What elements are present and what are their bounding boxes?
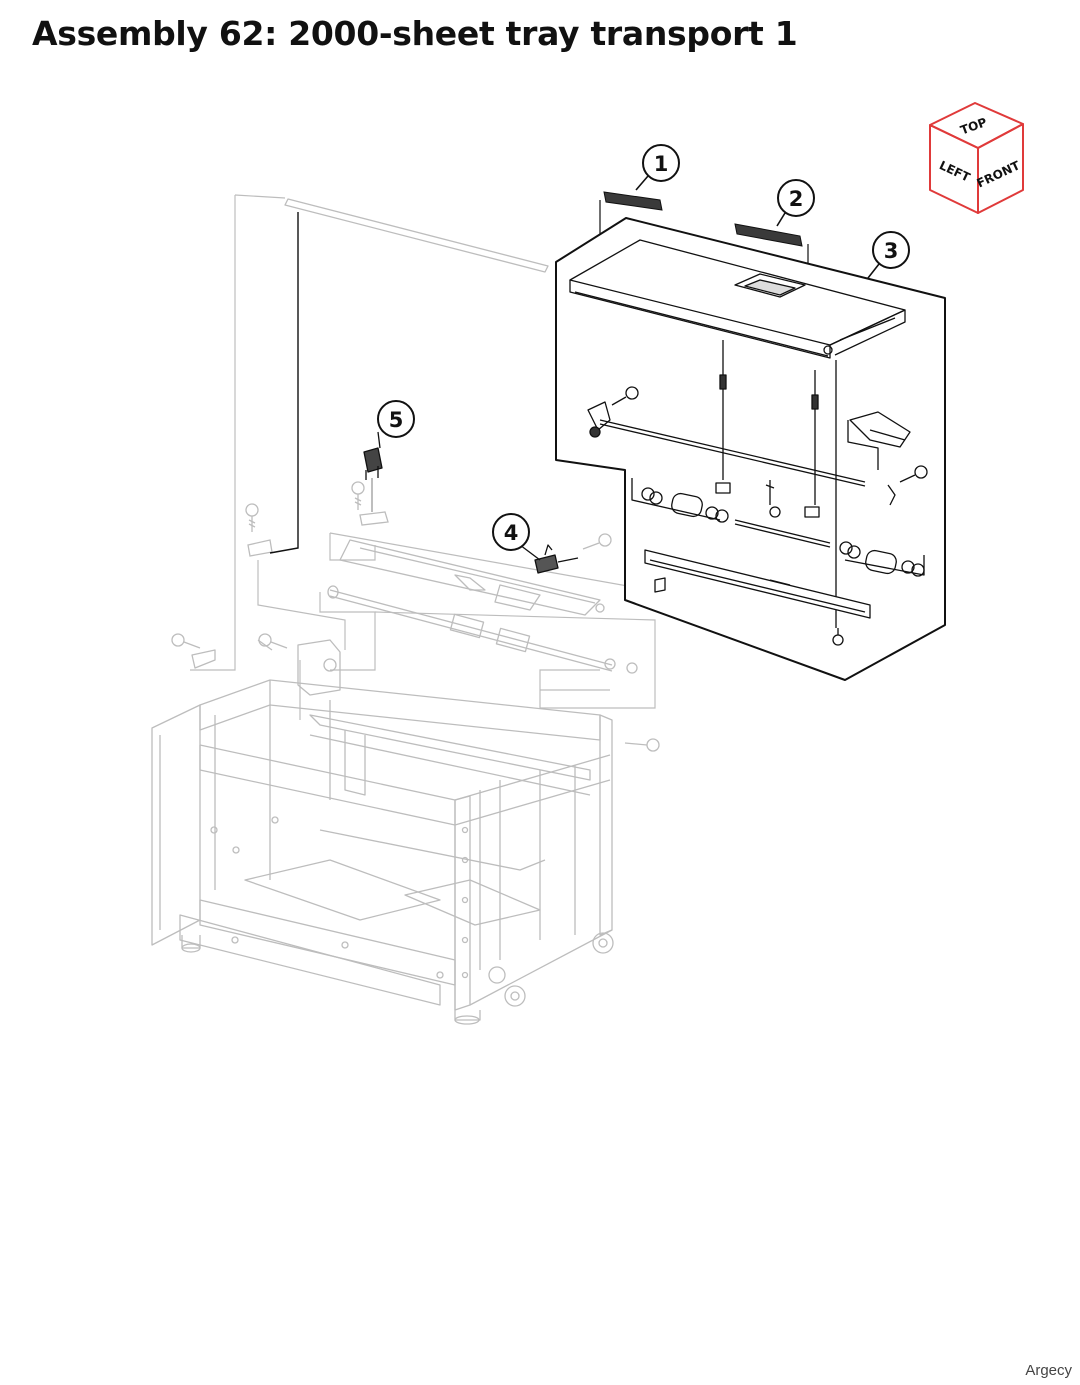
- orientation-cube: [929, 102, 1024, 214]
- leader-line-shaft: [269, 212, 299, 554]
- callout-4[interactable]: 4: [492, 513, 530, 551]
- ghost-screw: [624, 738, 660, 752]
- cube-label-front: FRONT: [975, 158, 1023, 190]
- callout-3[interactable]: 3: [867, 231, 910, 279]
- callout-2-label: 2: [789, 187, 804, 211]
- cube-front-face: [977, 123, 1024, 214]
- page-title: Assembly 62: 2000-sheet tray transport 1: [32, 14, 798, 53]
- part-3-cover: [569, 239, 906, 359]
- callout-4-label: 4: [504, 521, 519, 545]
- callout-1-label: 1: [654, 152, 669, 176]
- cube-label-left: LEFT: [937, 158, 973, 185]
- ghost-screws: [171, 481, 660, 752]
- ghost-screw: [258, 633, 288, 649]
- ghost-feed-assembly: [191, 198, 638, 674]
- part-3-internal-parts: [587, 340, 928, 646]
- part-4-sensor: [519, 544, 579, 574]
- base-cabinet-frame: [151, 639, 614, 1025]
- callout-3-label: 3: [884, 239, 899, 263]
- ghost-screw: [245, 503, 259, 532]
- watermark: Argecy: [1025, 1362, 1072, 1379]
- callout-5[interactable]: 5: [377, 400, 415, 438]
- ghost-screw: [351, 481, 365, 510]
- callout-5-label: 5: [389, 408, 404, 432]
- ghost-screw: [171, 633, 201, 649]
- callout-1[interactable]: 1: [635, 144, 680, 191]
- callout-2[interactable]: 2: [776, 179, 815, 227]
- cube-label-top: TOP: [958, 115, 989, 138]
- ghost-screw: [582, 533, 612, 550]
- part-5-sensor: [363, 431, 383, 480]
